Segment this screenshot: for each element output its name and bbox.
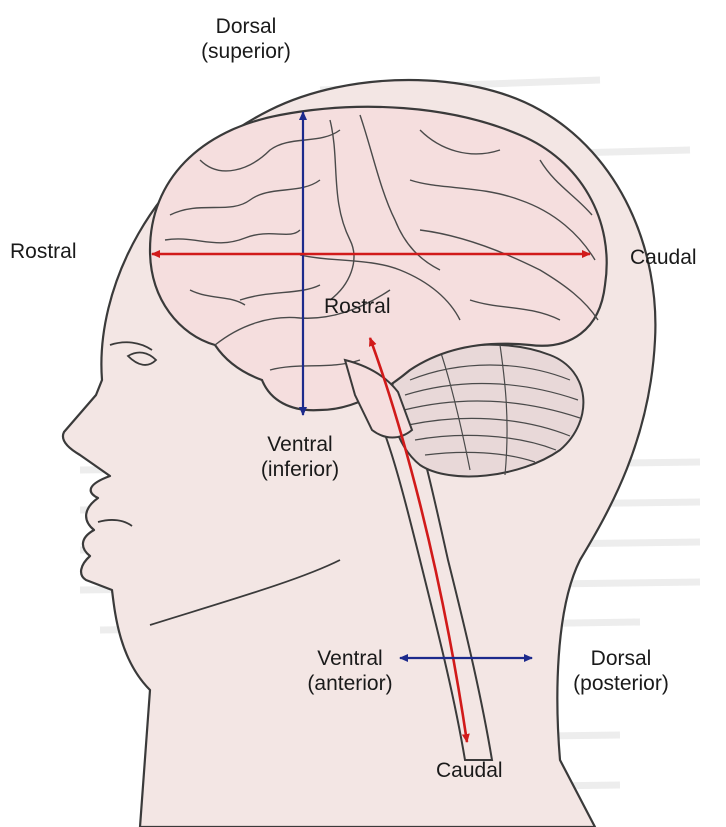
label-ventral-anterior: Ventral (anterior) — [298, 646, 402, 696]
label-ventral-inferior: Ventral (inferior) — [238, 432, 362, 482]
label-ventral-anterior-line1: Ventral — [298, 646, 402, 671]
label-dorsal-posterior-line2: (posterior) — [548, 671, 694, 696]
label-dorsal-superior: Dorsal (superior) — [180, 14, 312, 64]
label-dorsal-superior-line2: (superior) — [180, 39, 312, 64]
label-ventral-inferior-line2: (inferior) — [238, 457, 362, 482]
label-dorsal-superior-line1: Dorsal — [180, 14, 312, 39]
label-caudal-right-text: Caudal — [630, 245, 697, 270]
label-rostral-brainstem-text: Rostral — [324, 294, 391, 319]
label-ventral-anterior-line2: (anterior) — [298, 671, 402, 696]
label-rostral-brainstem: Rostral — [324, 294, 391, 319]
label-caudal-right: Caudal — [630, 245, 697, 270]
label-caudal-bottom-text: Caudal — [436, 758, 503, 783]
label-dorsal-posterior: Dorsal (posterior) — [548, 646, 694, 696]
label-rostral-left-text: Rostral — [10, 239, 77, 264]
label-ventral-inferior-line1: Ventral — [238, 432, 362, 457]
label-rostral-left: Rostral — [10, 239, 77, 264]
label-dorsal-posterior-line1: Dorsal — [548, 646, 694, 671]
label-caudal-bottom: Caudal — [436, 758, 503, 783]
